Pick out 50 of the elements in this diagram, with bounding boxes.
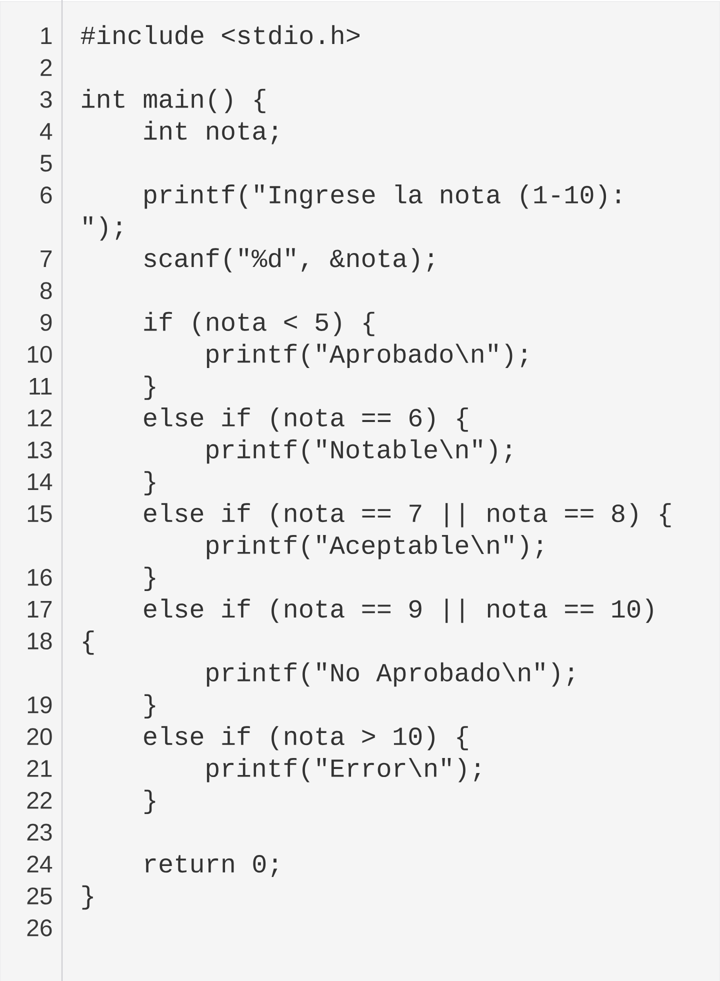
code-line: return 0;	[145, 855, 278, 878]
code-line: if (nota < 5) {	[144, 312, 374, 336]
code-line: printf("Error\n");	[206, 758, 480, 782]
line-number: 13	[28, 441, 52, 458]
code-line: }	[82, 885, 93, 910]
line-number: 3	[40, 90, 52, 108]
line-number: 10	[28, 346, 52, 363]
line-number: 15	[28, 505, 52, 522]
line-number: 9	[40, 314, 52, 331]
code-line: printf("Ingrese la nota (1-10):	[144, 184, 620, 209]
code-line: }	[144, 471, 156, 496]
line-number: 20	[27, 728, 52, 746]
line-number: 26	[27, 919, 52, 936]
line-number: 6	[40, 186, 52, 204]
code-line: else if (nota == 6) {	[144, 407, 468, 432]
line-number: 24	[27, 856, 52, 872]
code-line: }	[144, 694, 156, 718]
line-number: 19	[28, 696, 52, 714]
line-number: 1	[41, 27, 52, 44]
code-line: }	[144, 376, 156, 400]
line-number: 18	[28, 632, 52, 650]
code-line: int main() {	[82, 88, 266, 114]
line-number: 7	[40, 250, 52, 267]
line-number: 12	[28, 410, 52, 426]
line-number: 2	[40, 59, 52, 76]
line-number: 5	[40, 154, 52, 172]
code-line: int nota;	[144, 120, 278, 144]
code-line: printf("Aprobado\n");	[206, 344, 527, 368]
line-number: 17	[28, 601, 52, 618]
line-number: 14	[28, 474, 52, 490]
line-number: 23	[27, 824, 52, 841]
code-line: printf("Aceptable\n");	[206, 534, 542, 560]
code-line: }	[144, 566, 156, 591]
code-line: scanf("%d", &nota);	[144, 248, 434, 272]
code-line: #include <stdio.h>	[80, 25, 360, 44]
line-number: 16	[28, 568, 52, 586]
code-line: {	[83, 630, 94, 655]
code-line: printf("No Aprobado\n");	[206, 662, 574, 687]
line-number: 25	[27, 887, 52, 904]
code-line: }	[144, 790, 156, 814]
code-line: else if (nota == 9 || nota == 10)	[144, 598, 653, 623]
code-line: else if (nota > 10) {	[144, 726, 468, 750]
line-number: 4	[40, 123, 52, 140]
line-number: 22	[27, 792, 52, 809]
line-number: 21	[27, 760, 52, 777]
code-line: ");	[84, 216, 122, 241]
code-line: printf("Notable\n");	[206, 439, 511, 464]
line-number: 8	[40, 282, 52, 300]
code-line: else if (nota == 7 || nota == 8) {	[144, 503, 671, 528]
line-number: 11	[30, 378, 52, 394]
